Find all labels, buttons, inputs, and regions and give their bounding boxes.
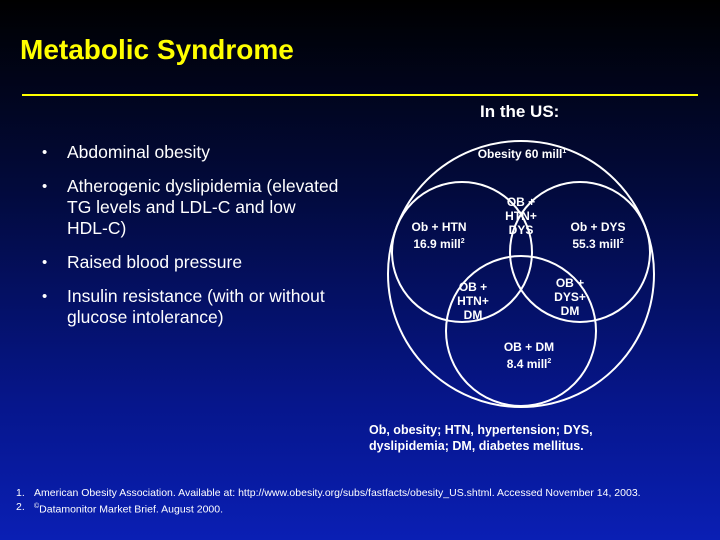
abbreviation-legend: Ob, obesity; HTN, hypertension; DYS, dys… [369, 423, 593, 453]
title-divider [22, 94, 698, 96]
bullet-item: Raised blood pressure [40, 252, 340, 273]
bullet-list: Abdominal obesity Atherogenic dyslipidem… [40, 142, 340, 341]
htn-dm-label: DM [464, 308, 483, 322]
htn-dys-label: DYS [509, 223, 534, 237]
htn-dm-label: HTN+ [457, 294, 489, 308]
bullet-item: Insulin resistance (with or without gluc… [40, 286, 340, 328]
htn-value: 16.9 mill2 [413, 237, 464, 251]
dys-dm-label: OB + [556, 276, 584, 290]
bullet-item: Atherogenic dyslipidemia (elevated TG le… [40, 176, 340, 239]
reference-item: 2.©Datamonitor Market Brief. August 2000… [16, 501, 224, 516]
slide-title: Metabolic Syndrome [20, 34, 294, 65]
dys-value: 55.3 mill2 [572, 237, 623, 251]
htn-dys-label: OB + [507, 195, 535, 209]
htn-dys-label: HTN+ [505, 209, 537, 223]
dm-value: 8.4 mill2 [507, 357, 552, 371]
bullet-item: Abdominal obesity [40, 142, 340, 163]
htn-dm-label: OB + [459, 280, 487, 294]
dm-circle [445, 255, 597, 407]
dm-label: OB + DM [504, 340, 554, 354]
dys-label: Ob + DYS [570, 220, 625, 234]
references: 1.American Obesity Association. Availabl… [16, 486, 696, 517]
dys-dm-label: DM [561, 304, 580, 318]
dys-circle [509, 181, 651, 323]
obesity-label: Obesity 60 mill1 [478, 147, 567, 161]
venn-heading: In the US: [480, 102, 560, 121]
htn-label: Ob + HTN [411, 220, 466, 234]
reference-item: 1.American Obesity Association. Availabl… [16, 487, 641, 499]
htn-circle [391, 181, 533, 323]
dys-dm-label: DYS+ [554, 290, 586, 304]
